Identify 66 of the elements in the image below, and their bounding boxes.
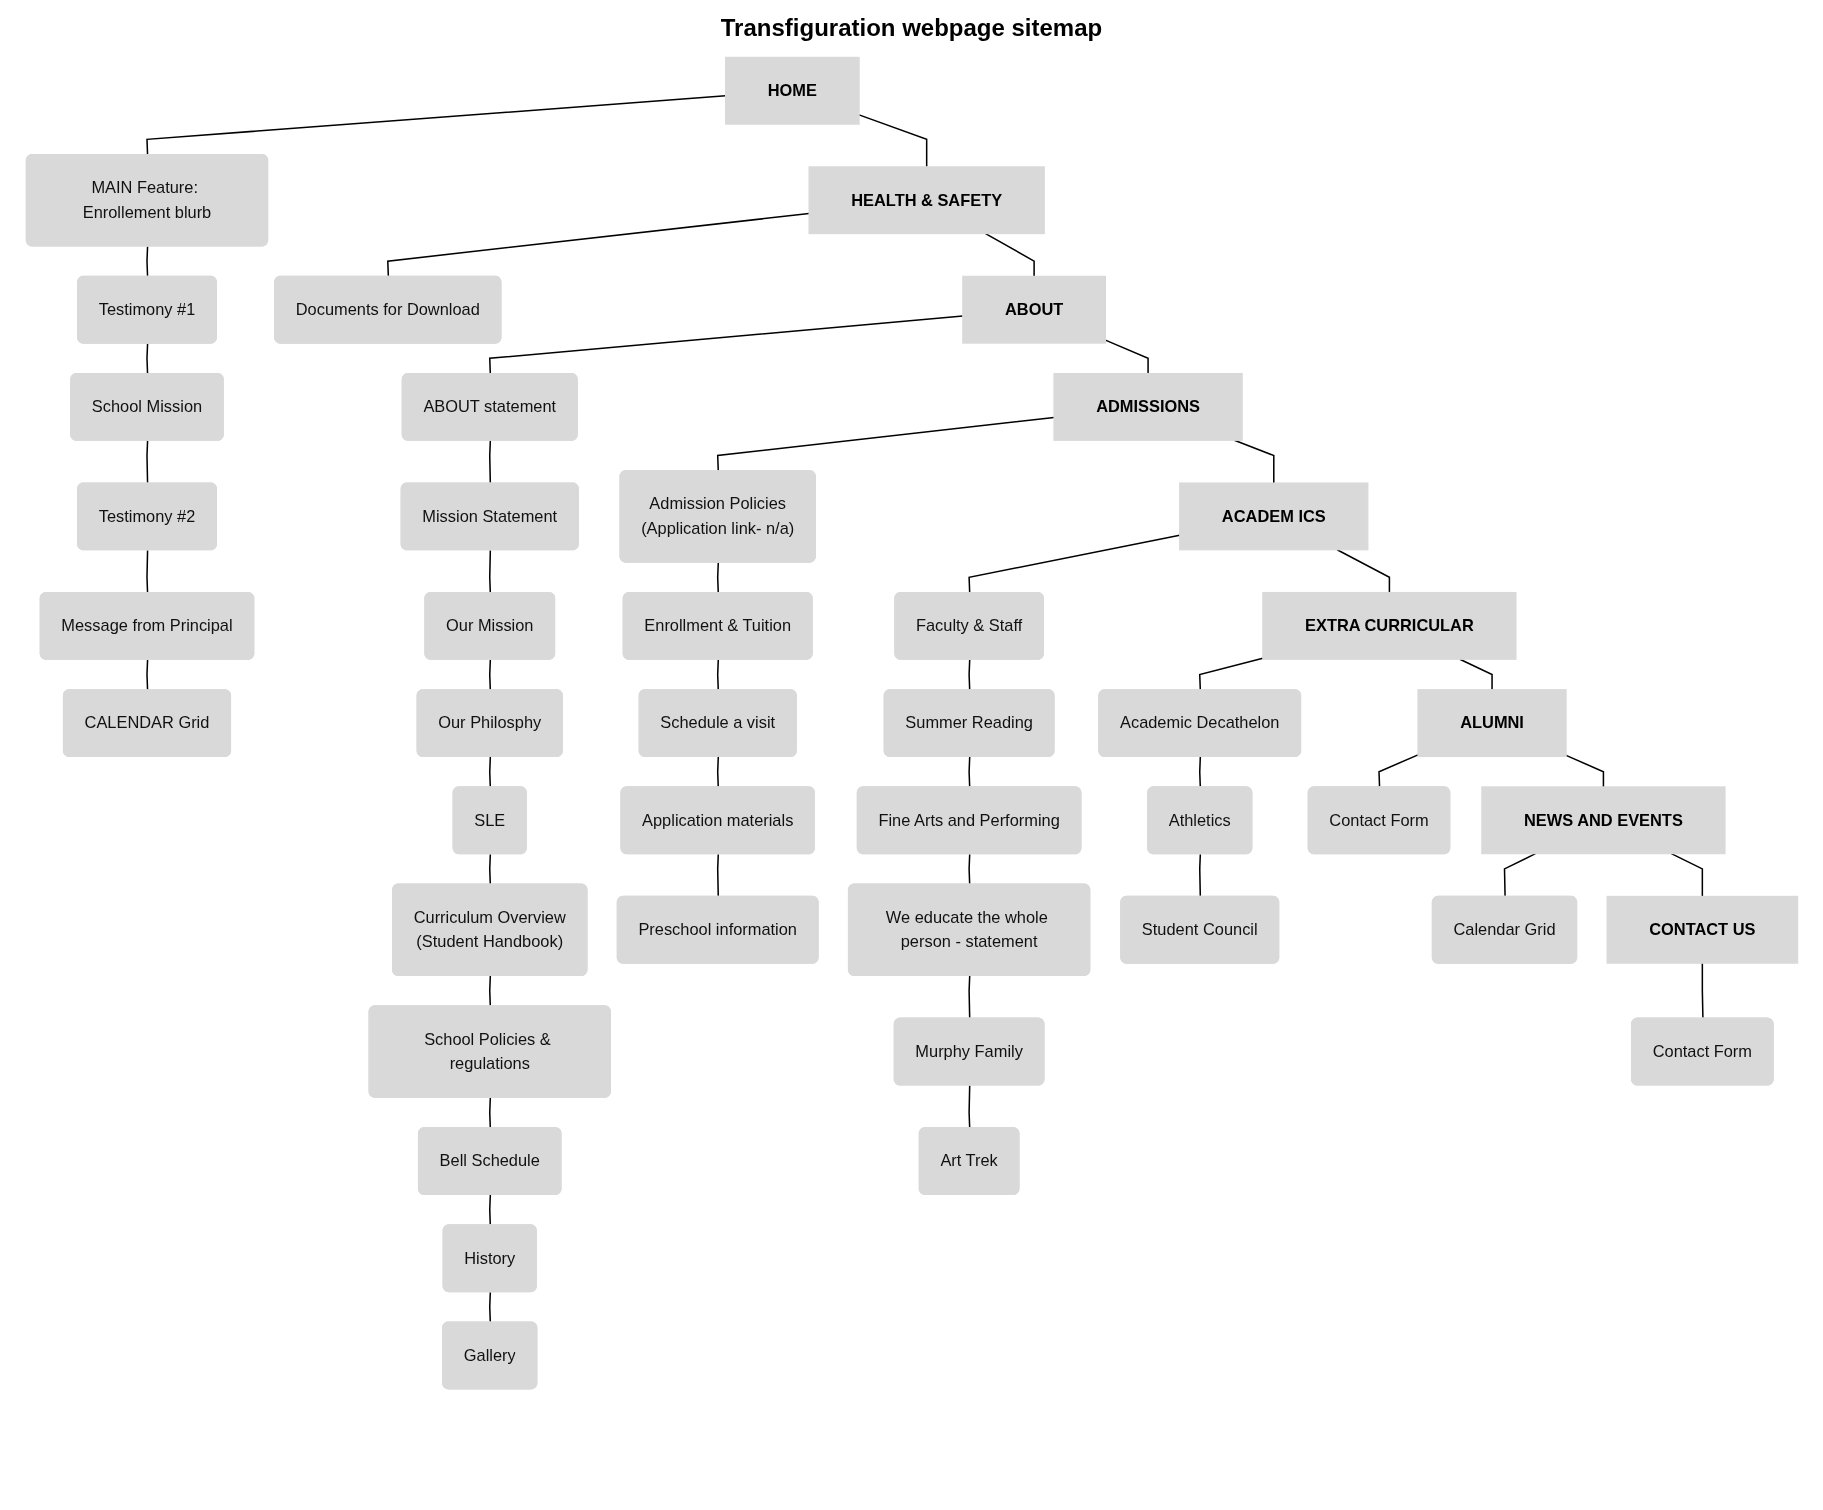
connector xyxy=(145,95,726,156)
connector xyxy=(488,1097,491,1129)
connector xyxy=(488,440,491,485)
page-box: Faculty & Staff xyxy=(893,591,1044,660)
section-box: NEWS AND EVENTS xyxy=(1480,786,1726,855)
connector xyxy=(145,342,148,375)
section-box: EXTRA CURRICULAR xyxy=(1261,591,1517,660)
section-box: HEALTH & SAFETY xyxy=(808,166,1045,235)
connector xyxy=(1335,549,1390,594)
connector xyxy=(967,534,1180,594)
page-box: Fine Arts and Performing xyxy=(856,786,1081,855)
connector xyxy=(716,561,719,594)
connector xyxy=(1104,339,1149,375)
page-box: Summer Reading xyxy=(883,689,1055,758)
page-box: SLE xyxy=(452,786,527,855)
page-box: Contact Form xyxy=(1307,786,1450,855)
section-box: ACADEM ICS xyxy=(1178,482,1368,551)
page-box: Testimony #1 xyxy=(76,275,217,344)
page-box: We educate the whole person - statement xyxy=(847,883,1090,977)
connector xyxy=(967,975,970,1020)
page-box: Athletics xyxy=(1146,786,1252,855)
page-box: ABOUT statement xyxy=(401,372,578,441)
connector xyxy=(967,853,970,886)
connector xyxy=(488,1291,491,1324)
page-box: Mission Statement xyxy=(400,482,579,551)
connector xyxy=(967,1084,970,1129)
connector xyxy=(145,245,148,278)
page-box: Testimony #2 xyxy=(76,482,217,551)
page-box: School Mission xyxy=(69,372,224,441)
diagram-title: Transfiguration webpage sitemap xyxy=(720,14,1103,42)
section-box: HOME xyxy=(724,56,860,125)
page-box: Admission Policies (Application link- n/a) xyxy=(619,470,816,563)
page-box: MAIN Feature: Enrollement blurb xyxy=(25,153,268,247)
connector xyxy=(716,853,719,898)
section-box: ALUMNI xyxy=(1416,689,1567,758)
section-box: ABOUT xyxy=(961,275,1106,344)
page-box: Preschool information xyxy=(616,895,819,964)
page-box: Student Council xyxy=(1119,895,1279,964)
connector xyxy=(145,440,148,485)
page-box: Art Trek xyxy=(918,1127,1019,1195)
page-box: History xyxy=(442,1224,537,1293)
page-box: Murphy Family xyxy=(893,1017,1045,1086)
connector xyxy=(984,232,1035,278)
page-box: Contact Form xyxy=(1630,1017,1774,1086)
connector xyxy=(488,853,491,886)
connector xyxy=(1701,962,1704,1020)
page-box: Our Philosphy xyxy=(416,689,563,758)
page-box: Schedule a visit xyxy=(638,689,797,758)
section-box: ADMISSIONS xyxy=(1052,372,1243,441)
page-box: Application materials xyxy=(619,786,815,855)
connector xyxy=(1198,853,1201,898)
page-box: Enrollment & Tuition xyxy=(622,591,813,660)
connector xyxy=(145,549,148,594)
page-box: School Policies & regulations xyxy=(368,1005,611,1098)
connector xyxy=(1564,754,1604,788)
page-box: Gallery xyxy=(441,1321,537,1390)
section-box: CONTACT US xyxy=(1605,895,1798,964)
page-box: CALENDAR Grid xyxy=(62,689,231,758)
page-box: Curriculum Overview (Student Handbook) xyxy=(391,883,587,977)
page-box: Calendar Grid xyxy=(1431,895,1577,964)
page-box: Academic Decathelon xyxy=(1097,689,1301,758)
page-box: Message from Principal xyxy=(39,591,254,660)
page-box: Our Mission xyxy=(423,591,555,660)
page-box: Bell Schedule xyxy=(417,1127,562,1195)
connector xyxy=(488,549,491,594)
page-box: Documents for Download xyxy=(273,275,501,344)
